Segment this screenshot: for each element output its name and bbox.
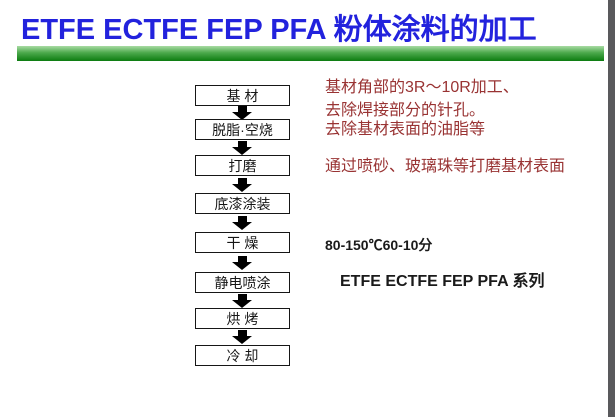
flow-step-box: 脱脂·空烧: [195, 119, 290, 140]
annotation-text: 基材角部的3R～10R加工、: [325, 79, 519, 96]
divider-bar: [17, 46, 604, 61]
annotation-text: 去除基材表面的油脂等: [325, 121, 486, 138]
flow-step-box: 基 材: [195, 85, 290, 106]
slide-title: ETFE ECTFE FEP PFA 粉体涂料的加工: [21, 14, 537, 46]
annotation-text: 通过喷砂、玻璃珠等打磨基材表面: [325, 158, 566, 175]
flow-step-box: 烘 烤: [195, 308, 290, 329]
flow-step-box: 干 燥: [195, 232, 290, 253]
down-arrow-icon: [232, 177, 252, 192]
flow-step-box: 静电喷涂: [195, 272, 290, 293]
down-arrow-icon: [232, 140, 252, 155]
down-arrow-icon: [232, 106, 252, 120]
annotation-text: ETFE ECTFE FEP PFA 系列: [340, 273, 545, 290]
flow-step-box: 冷 却: [195, 345, 290, 366]
down-arrow-icon: [232, 330, 252, 344]
down-arrow-icon: [232, 255, 252, 270]
flow-step-box: 打磨: [195, 155, 290, 176]
down-arrow-icon: [232, 293, 252, 308]
annotation-text: 80-150℃60-10分: [325, 237, 433, 253]
annotation-text: 去除焊接部分的针孔。: [325, 102, 486, 119]
window-edge-right: [608, 0, 615, 417]
down-arrow-icon: [232, 216, 252, 230]
flow-step-box: 底漆涂装: [195, 193, 290, 214]
